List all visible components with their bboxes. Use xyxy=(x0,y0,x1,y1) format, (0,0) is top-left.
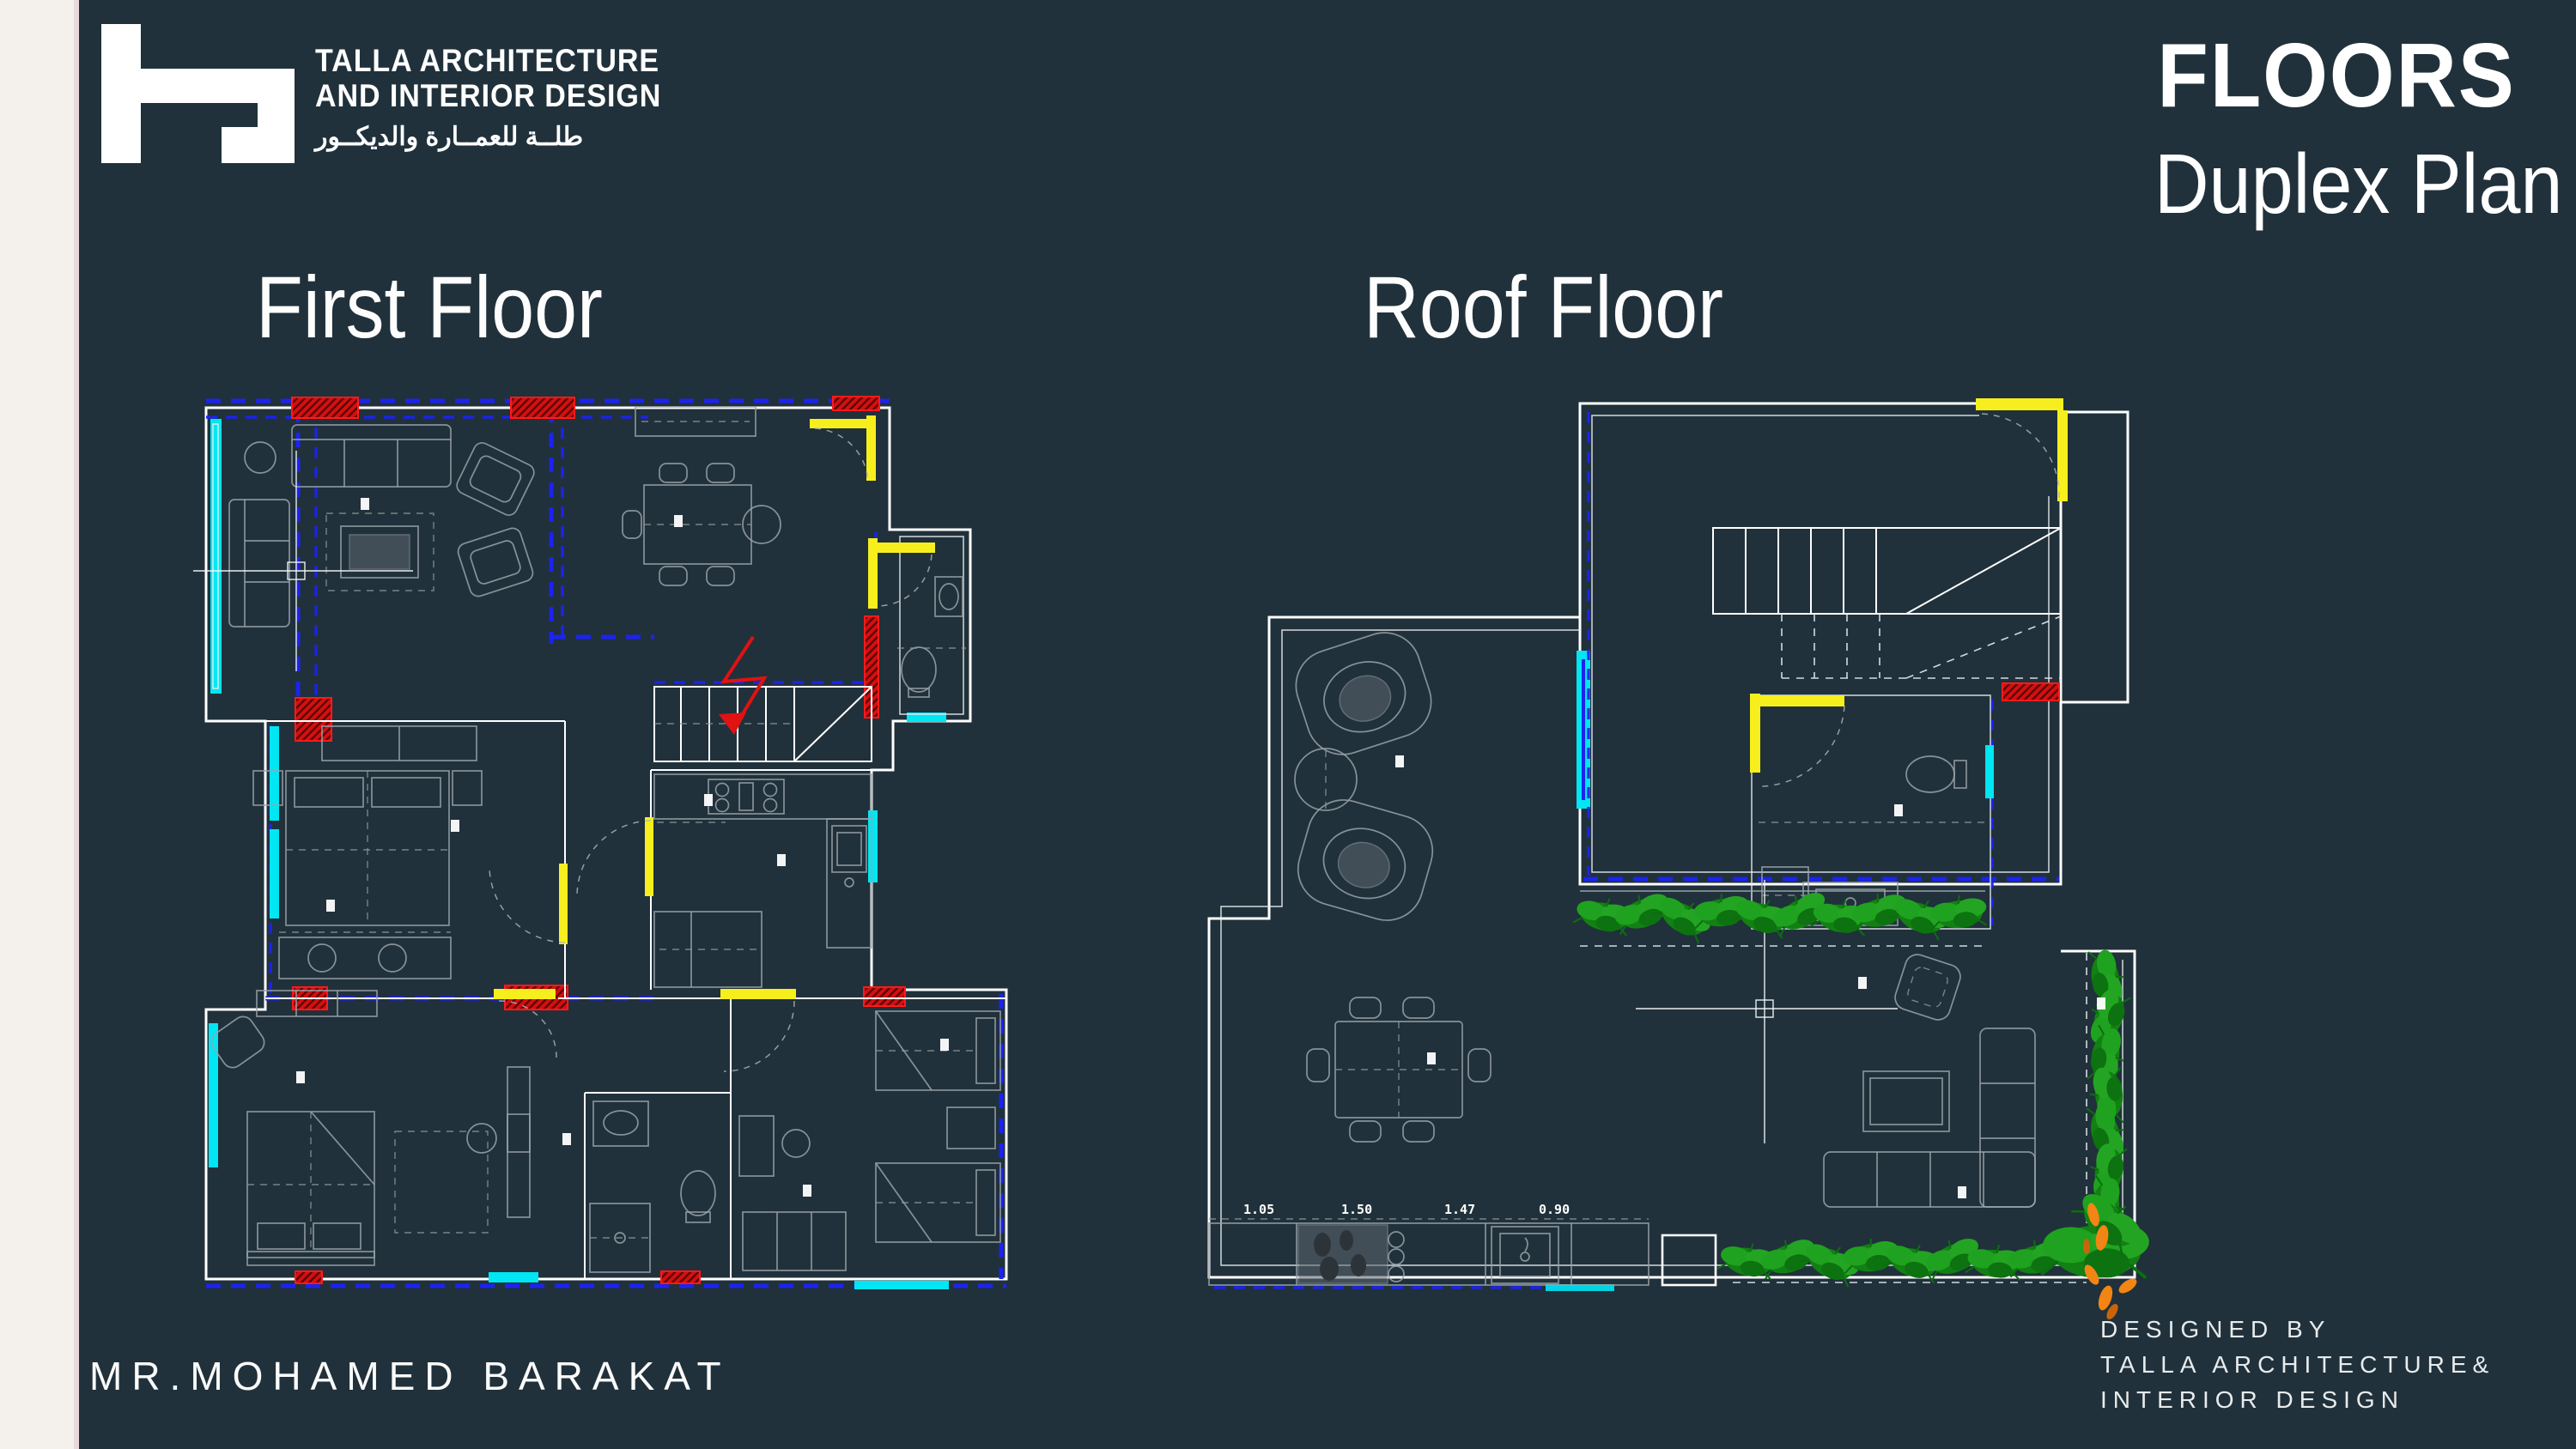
kids-bedroom-furniture xyxy=(738,1010,1001,1271)
dimension-marks xyxy=(1395,755,2105,1198)
roof-floor-plan: 1.05 1.50 1.47 0.90 xyxy=(1207,398,2152,1320)
left-page-strip-edge xyxy=(74,0,79,1449)
corner-plant xyxy=(2039,1180,2152,1320)
first-floor-plan xyxy=(193,396,1008,1289)
second-bedroom-furniture xyxy=(210,990,531,1266)
dim-label: 1.47 xyxy=(1444,1202,1475,1217)
roof-bathroom xyxy=(1750,694,1994,930)
doors xyxy=(489,415,935,1072)
interior-walls xyxy=(265,536,1006,1279)
dining-furniture xyxy=(622,406,781,586)
master-bedroom-furniture xyxy=(252,725,483,979)
page-title: FLOORS xyxy=(2157,25,2516,126)
designed-by-line2: TALLA ARCHITECTURE& xyxy=(2100,1351,2495,1378)
brand-header: TALLA ARCHITECTURE AND INTERIOR DESIGN ط… xyxy=(101,19,691,163)
dim-label: 0.90 xyxy=(1539,1202,1570,1217)
logo-line2: AND INTERIOR DESIGN xyxy=(315,78,662,113)
page-subtitle: Duplex Plan xyxy=(2154,136,2562,231)
roof-stairs xyxy=(1712,527,2062,679)
designed-by-line3: INTERIOR DESIGN xyxy=(2100,1386,2404,1413)
roof-dining-set xyxy=(1306,997,1492,1143)
lounge-chairs xyxy=(1294,632,1434,921)
terrace-walls xyxy=(1207,615,2136,1291)
talla-logo-icon xyxy=(101,24,295,163)
logo-arabic: طلــة للعمــارة والديكــور xyxy=(315,123,584,151)
designed-by-line1: DESIGNED BY xyxy=(2100,1316,2331,1343)
stair-room xyxy=(1577,398,2129,925)
dimension-marks xyxy=(296,498,949,1197)
structural-columns xyxy=(291,396,906,1284)
living-room-furniture xyxy=(228,424,535,627)
outer-walls xyxy=(204,406,1008,1281)
left-page-strip xyxy=(0,0,74,1449)
client-name: MR.MOHAMED BARAKAT xyxy=(89,1354,731,1398)
kitchen-furniture xyxy=(653,773,872,988)
roof-column xyxy=(2002,682,2060,701)
datum-crosshair xyxy=(193,451,413,671)
family-bathroom xyxy=(589,1100,716,1273)
planter-box xyxy=(1661,1234,1717,1287)
stair-direction-arrow xyxy=(720,635,768,730)
hedge-planting xyxy=(1571,883,2132,1289)
roof-floor-label: Roof Floor xyxy=(1364,258,1724,356)
windows xyxy=(209,419,949,1289)
side-balcony xyxy=(2061,410,2129,704)
designed-by-block: DESIGNED BY TALLA ARCHITECTURE& INTERIOR… xyxy=(2100,1312,2494,1417)
roof-kitchen: 1.05 1.50 1.47 0.90 xyxy=(1208,1202,1717,1287)
roof-sofa-set xyxy=(1823,954,2036,1208)
first-floor-label: First Floor xyxy=(256,258,603,356)
dim-label: 1.05 xyxy=(1243,1202,1274,1217)
dim-label: 1.50 xyxy=(1341,1202,1372,1217)
guest-bathroom xyxy=(897,576,966,698)
logo-line1: TALLA ARCHITECTURE xyxy=(315,43,660,78)
stairs xyxy=(653,635,872,762)
